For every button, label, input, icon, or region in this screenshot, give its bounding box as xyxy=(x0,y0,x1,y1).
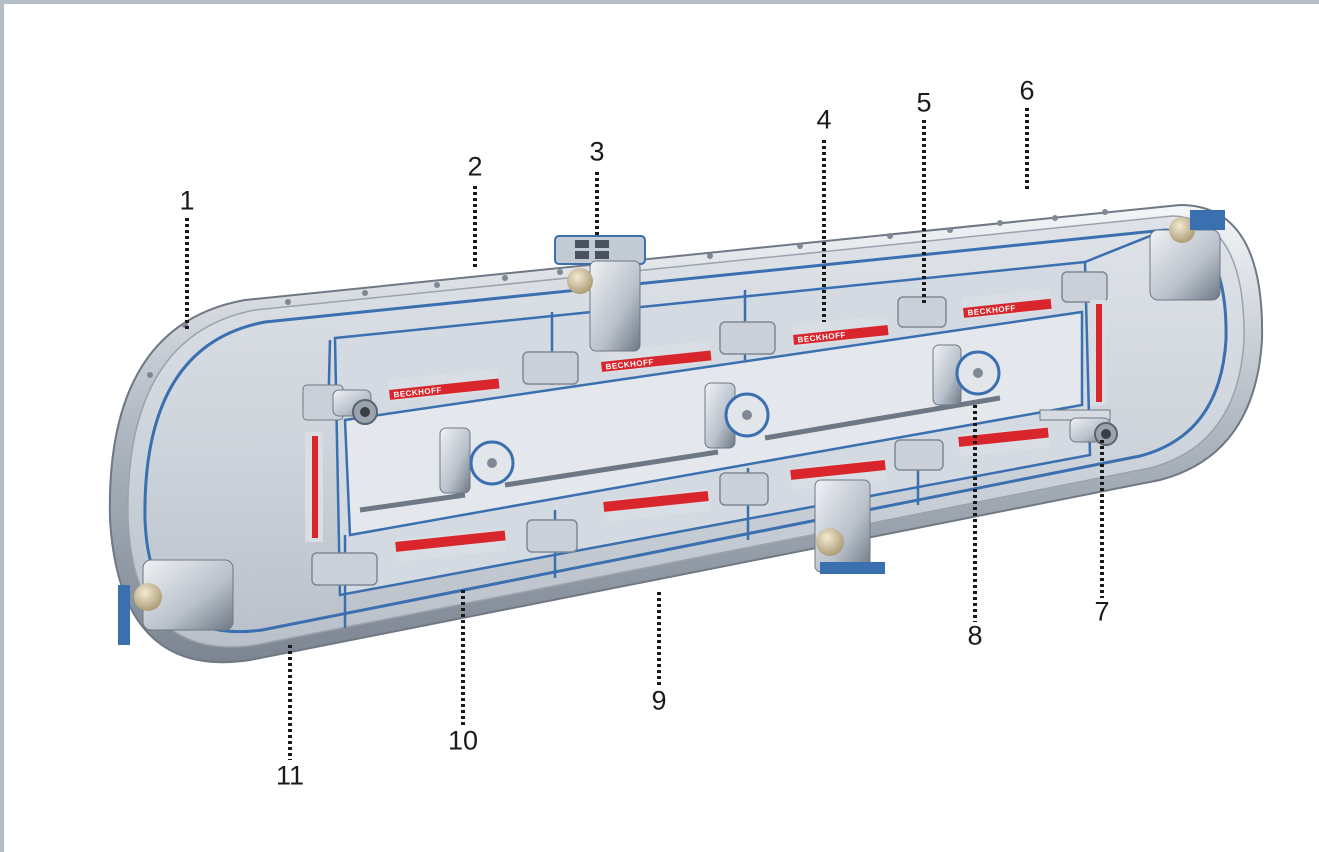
mounting-brackets xyxy=(311,271,1108,586)
guide-rails xyxy=(359,395,1001,513)
callout-label-9: 9 xyxy=(651,685,667,716)
cable-connectors xyxy=(302,384,1118,446)
callout-label-1: 1 xyxy=(179,185,195,216)
callout-label-5: 5 xyxy=(916,87,932,118)
callout-leaders xyxy=(185,108,1104,760)
callout-label-2: 2 xyxy=(467,151,483,182)
callout-label-3: 3 xyxy=(589,136,605,167)
movers xyxy=(439,344,1001,494)
callout-label-8: 8 xyxy=(967,620,983,651)
callout-label-4: 4 xyxy=(816,104,832,135)
callout-label-10: 10 xyxy=(447,725,479,756)
callout-label-7: 7 xyxy=(1094,596,1110,627)
callout-label-6: 6 xyxy=(1019,75,1035,106)
callout-label-11: 11 xyxy=(275,760,305,791)
clamps xyxy=(118,210,1225,645)
